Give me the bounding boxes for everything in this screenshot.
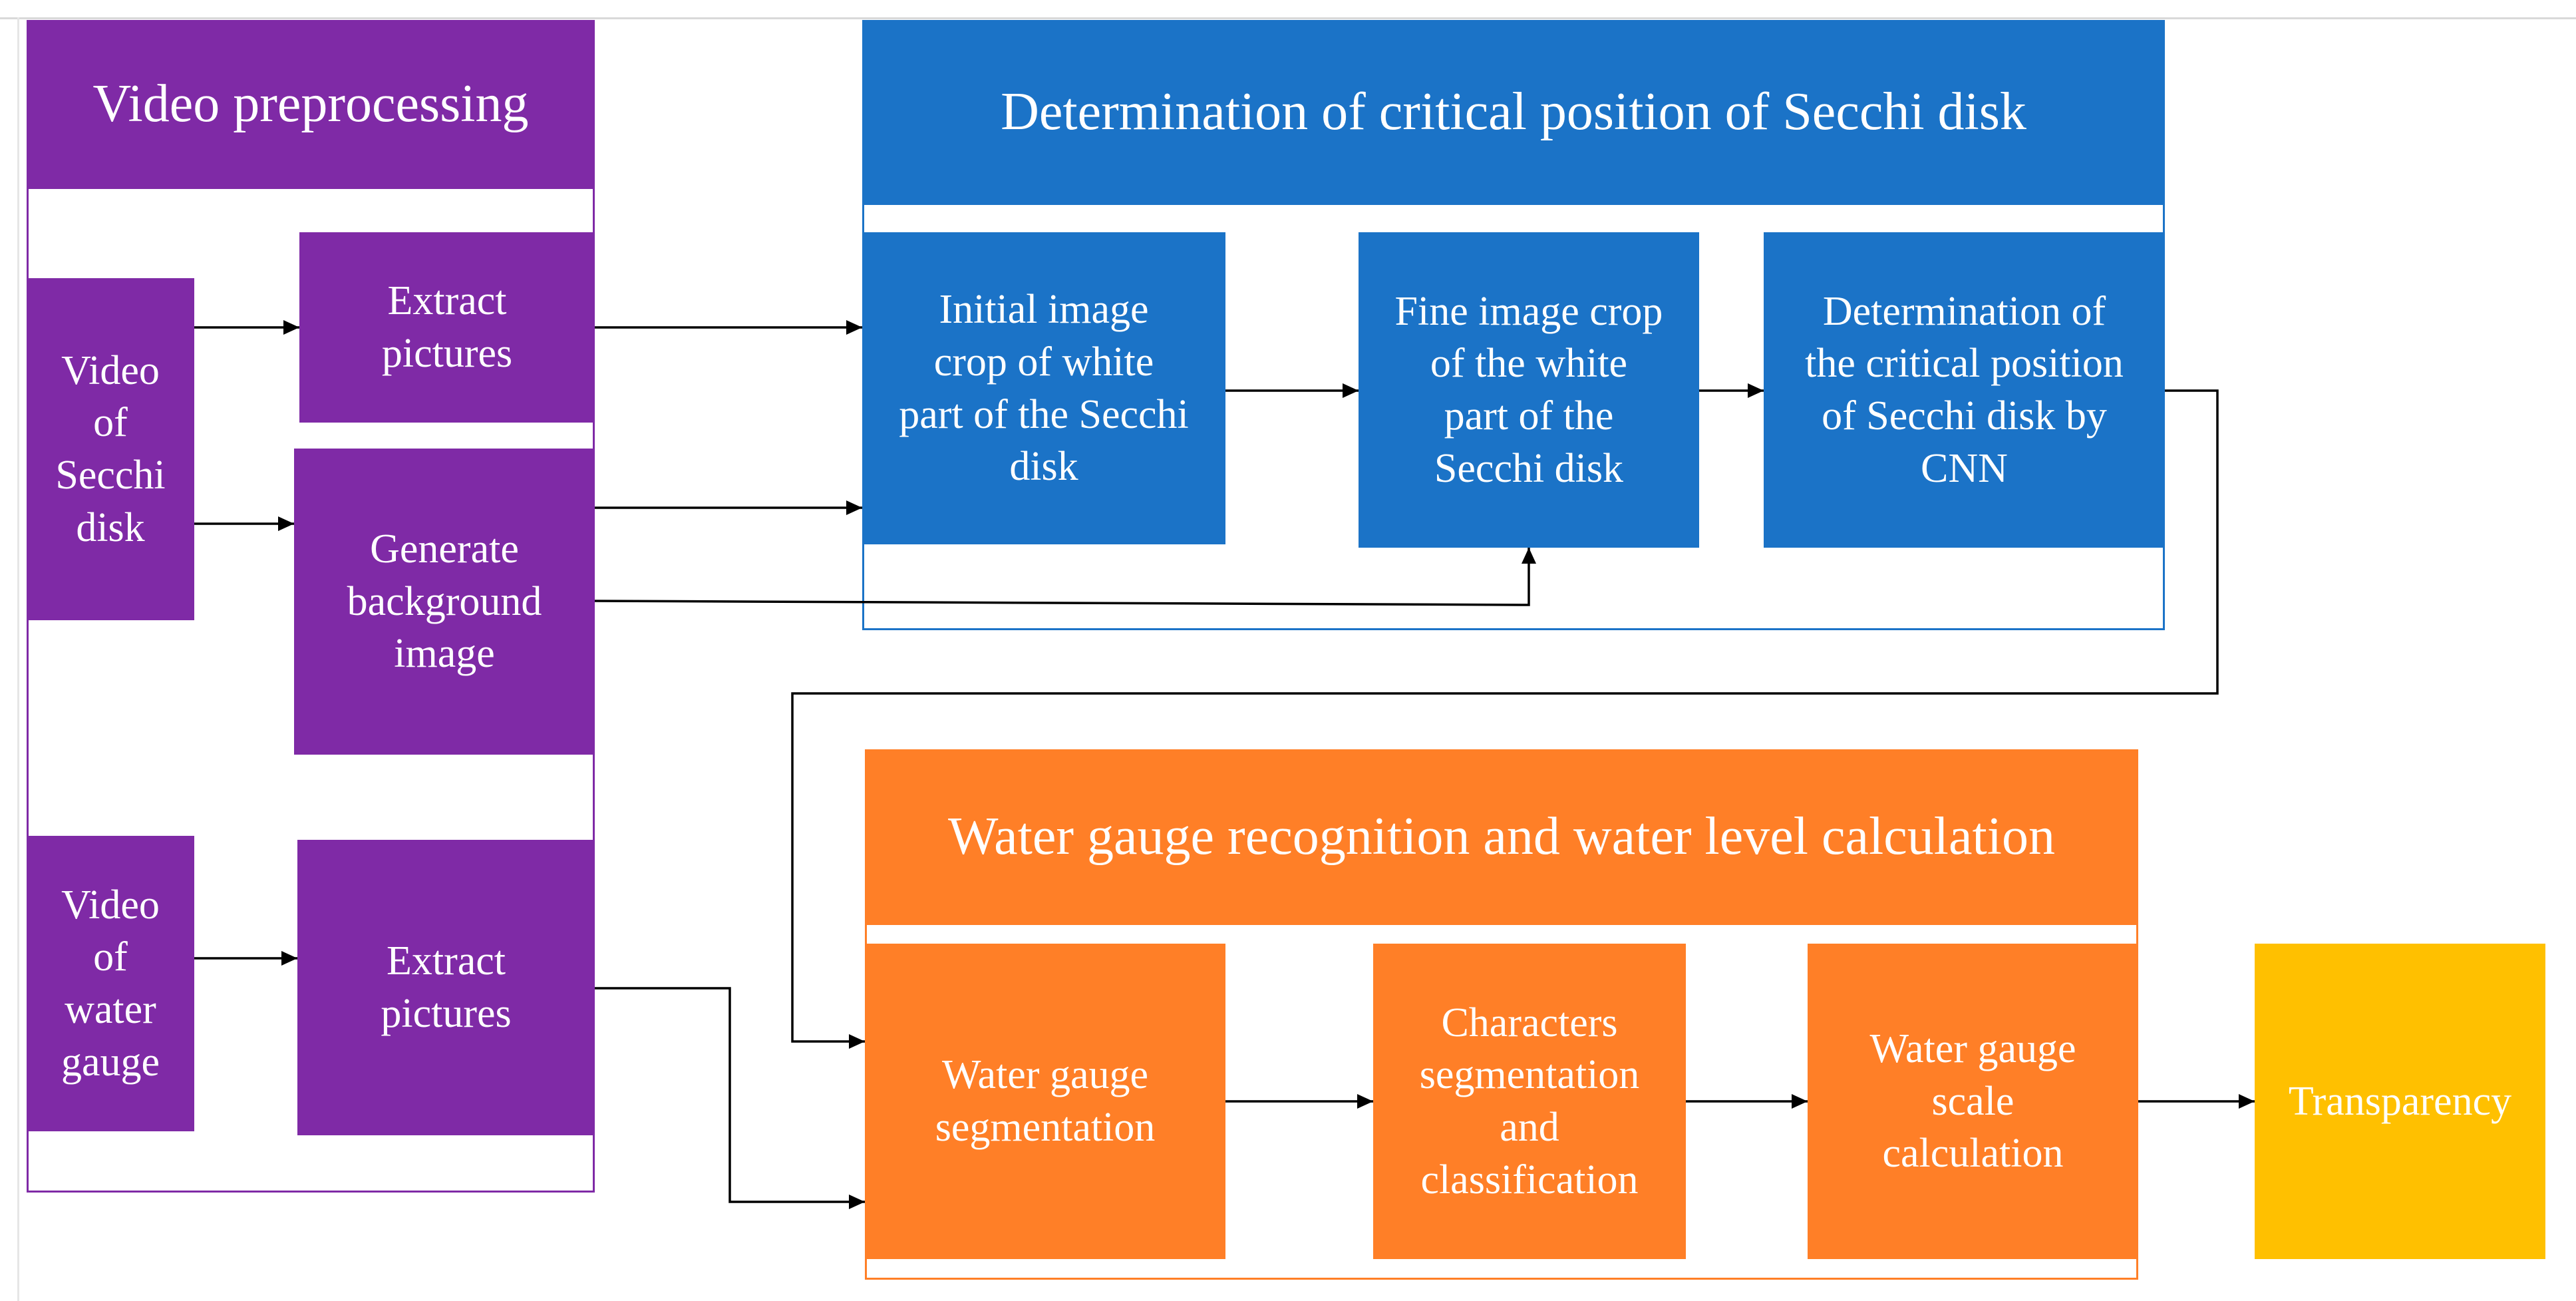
arrowhead [283, 320, 299, 335]
transparency-node: Transparency [2255, 944, 2545, 1259]
arrowhead [849, 1034, 865, 1049]
arrowhead [849, 1195, 865, 1209]
gauge-stage-title: Water gauge recognition and water level … [865, 749, 2138, 925]
extract-pictures-bottom-node: Extract pictures [297, 840, 595, 1135]
arrowhead [846, 500, 862, 515]
arrowhead [1792, 1094, 1808, 1109]
arrowhead [2239, 1094, 2255, 1109]
extract-pictures-top-node: Extract pictures [299, 232, 595, 423]
preprocessing-title: Video preprocessing [27, 20, 595, 189]
arrow-background-to-fine-crop [594, 548, 1530, 606]
arrowhead [1522, 548, 1536, 564]
video-secchi-node: Video of Secchi disk [27, 278, 194, 620]
secchi-stage-title: Determination of critical position of Se… [862, 20, 2165, 205]
top-border-line [0, 17, 2576, 19]
arrowhead [1748, 383, 1764, 398]
characters-classification-node: Characters segmentation and classificati… [1373, 944, 1686, 1259]
fine-crop-node: Fine image crop of the white part of the… [1359, 232, 1699, 548]
arrowhead [278, 516, 294, 531]
left-border-line [17, 17, 19, 1301]
gauge-segmentation-node: Water gauge segmentation [865, 944, 1225, 1259]
arrowhead [1343, 383, 1359, 398]
arrowhead [1357, 1094, 1373, 1109]
initial-crop-node: Initial image crop of white part of the … [862, 232, 1225, 544]
arrowhead [281, 951, 297, 966]
critical-position-node: Determination of the critical position o… [1764, 232, 2165, 548]
generate-background-node: Generate background image [294, 449, 595, 755]
arrowheads [278, 320, 2255, 1209]
arrow-extract-to-gauge-segmentation [595, 987, 865, 1203]
arrow-critical-to-gauge-segmentation [791, 389, 2219, 1043]
scale-calculation-node: Water gauge scale calculation [1808, 944, 2138, 1259]
arrowhead [846, 320, 862, 335]
video-gauge-node: Video of water gauge [27, 836, 194, 1131]
